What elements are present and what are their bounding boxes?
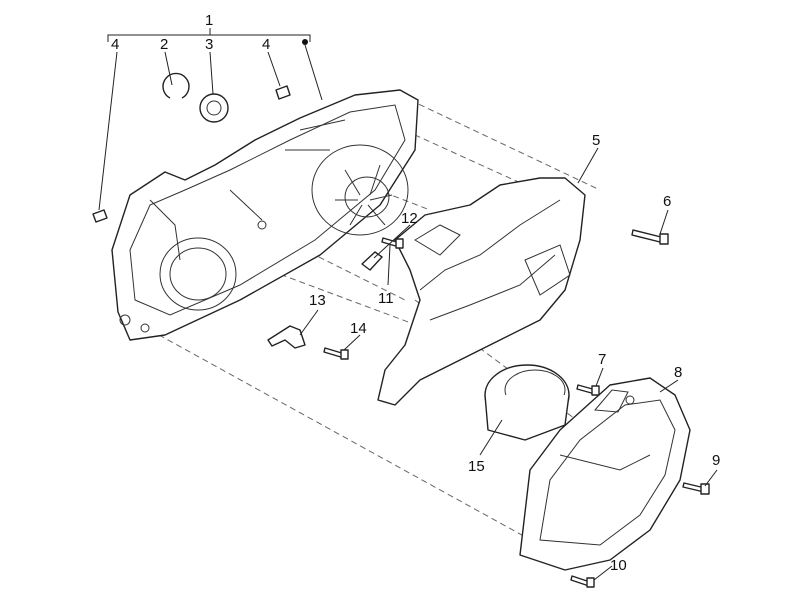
callout-8: 8	[674, 364, 682, 381]
main-transmission-cover	[111, 89, 419, 341]
callout-9: 9	[712, 452, 720, 469]
callout-15: 15	[468, 458, 485, 475]
callout-7: 7	[598, 351, 606, 368]
callout-14: 14	[350, 320, 367, 337]
dowel-pin-left	[92, 209, 108, 223]
bracket-13	[267, 325, 306, 349]
bolt-6	[631, 229, 669, 245]
callout-4-left: 4	[111, 36, 119, 53]
leader-lines	[98, 28, 718, 581]
bolt-9	[682, 482, 710, 495]
bolt-7	[576, 384, 600, 396]
callout-1: 1	[205, 12, 213, 29]
bearing	[199, 93, 229, 123]
callout-6: 6	[663, 193, 671, 210]
leader-dot	[302, 39, 308, 45]
callout-12: 12	[401, 210, 418, 227]
bolt-10	[570, 575, 595, 588]
inner-cover-shroud	[377, 177, 586, 406]
air-duct-ring	[484, 364, 570, 441]
callout-10: 10	[610, 557, 627, 574]
callout-5: 5	[592, 132, 600, 149]
callout-13: 13	[309, 292, 326, 309]
bracket-12	[361, 251, 383, 271]
callout-4-right: 4	[262, 36, 270, 53]
callout-11: 11	[378, 290, 394, 307]
bolt-11	[381, 237, 404, 249]
callout-3: 3	[205, 36, 213, 53]
outer-cover	[519, 377, 691, 571]
callout-labels: 1 2 3 4 4 5 6 7 8 9 10 11 12 13 14 15	[111, 12, 720, 574]
circlip	[162, 72, 190, 99]
callout-2: 2	[160, 36, 168, 53]
dowel-pin-right	[275, 85, 291, 100]
